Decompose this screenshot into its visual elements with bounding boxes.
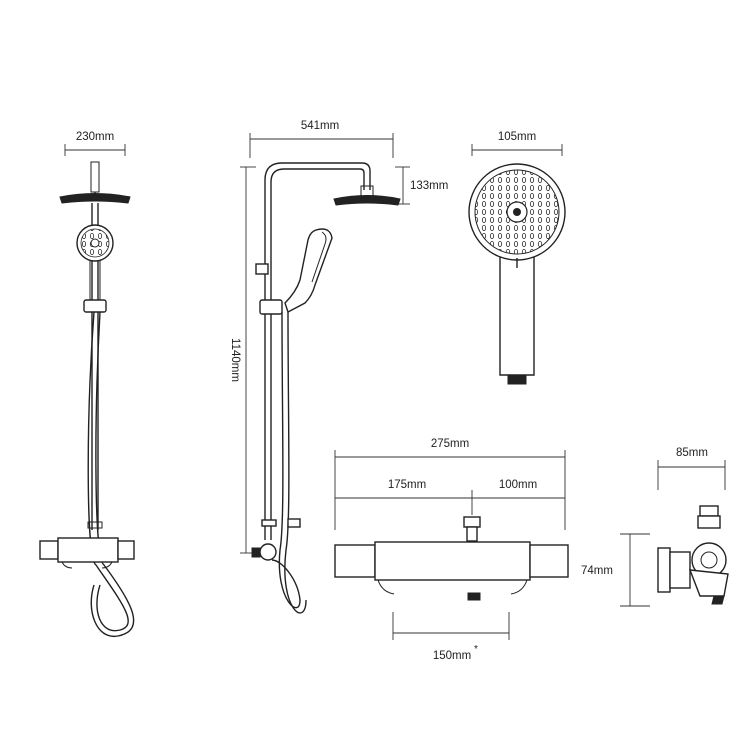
rail-width-label: 541mm bbox=[301, 120, 339, 132]
handset-diameter-dimension: 105mm bbox=[471, 131, 563, 156]
side-handset bbox=[284, 228, 333, 314]
valve-centres-dimension: 150mm * bbox=[392, 612, 510, 662]
valve-width-label: 275mm bbox=[431, 438, 469, 450]
handset-diameter-label: 105mm bbox=[498, 131, 536, 143]
valve-side: 85mm 74mm bbox=[581, 447, 729, 607]
valve-depth-label: 85mm bbox=[676, 447, 708, 459]
front-width-dimension: 230mm bbox=[64, 131, 126, 156]
front-view: 230mm bbox=[39, 131, 135, 637]
valve-centres-note: * bbox=[474, 644, 478, 655]
total-height-label: 1140mm bbox=[229, 338, 241, 382]
valve-front: 275mm 175mm 100mm 150mm * bbox=[334, 438, 569, 662]
valve-height-label: 74mm bbox=[581, 565, 613, 577]
valve-split-dimension: 175mm 100mm bbox=[335, 479, 565, 515]
front-width-label: 230mm bbox=[76, 131, 114, 143]
handset-detail: 105mm bbox=[468, 131, 566, 385]
front-handset bbox=[76, 224, 114, 300]
side-view: 541mm 133mm 1140mm bbox=[229, 120, 448, 614]
valve-left-label: 175mm bbox=[388, 479, 426, 491]
overhead-height-dimension: 133mm bbox=[395, 166, 448, 205]
valve-width-dimension: 275mm bbox=[334, 438, 566, 530]
valve-height-dimension: 74mm bbox=[581, 533, 650, 607]
rail-width-dimension: 541mm bbox=[249, 120, 394, 158]
valve-right-label: 100mm bbox=[499, 479, 537, 491]
front-valve bbox=[39, 537, 135, 569]
total-height-dimension: 1140mm bbox=[229, 166, 256, 554]
valve-depth-dimension: 85mm bbox=[657, 447, 726, 490]
overhead-height-label: 133mm bbox=[410, 180, 448, 192]
valve-centres-label: 150mm bbox=[433, 650, 471, 662]
